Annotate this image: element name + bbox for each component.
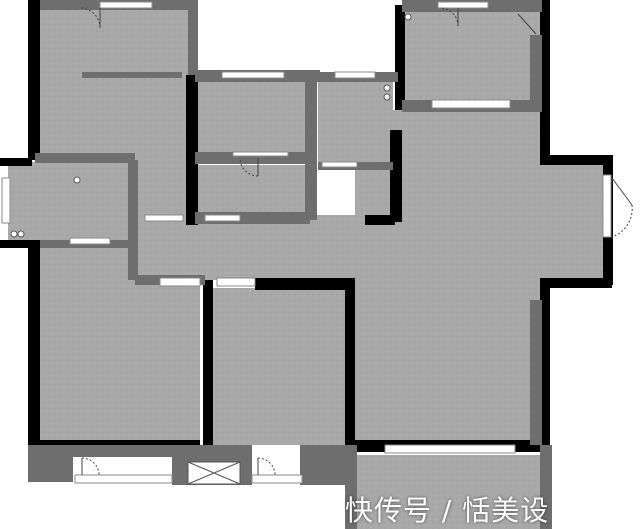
wall-segment <box>540 278 612 288</box>
wall-segment <box>530 300 542 445</box>
shaft-icon <box>187 461 241 485</box>
door-swing-icon <box>257 457 276 476</box>
fixtures <box>10 13 412 485</box>
room-middle-upper <box>198 80 308 160</box>
wall-segment <box>390 130 402 222</box>
window <box>334 71 376 79</box>
window <box>221 71 285 79</box>
wall-segment <box>540 155 612 165</box>
window <box>232 151 289 157</box>
wall-segment <box>255 278 355 290</box>
sink-icon <box>383 93 391 101</box>
doors <box>79 7 633 476</box>
sink-icon <box>404 13 412 21</box>
window <box>74 474 173 484</box>
wall-segment <box>540 445 552 529</box>
wall-segment <box>0 240 40 248</box>
windows <box>1 1 612 484</box>
wall-segment <box>530 35 542 105</box>
window <box>69 237 111 245</box>
room-left-small <box>8 162 133 242</box>
wall-segment <box>345 445 357 529</box>
living-room <box>355 110 545 450</box>
floor-areas <box>8 8 605 529</box>
room-bottom-middle <box>213 288 353 445</box>
wall-segment <box>395 5 405 110</box>
window <box>437 1 489 9</box>
window <box>99 1 153 9</box>
balcony-bottom-right <box>355 455 540 529</box>
door-swing-icon <box>439 7 459 27</box>
window <box>431 99 511 109</box>
window <box>144 214 184 222</box>
wall-segment <box>188 0 198 75</box>
wall-segment <box>28 248 40 448</box>
door-swing-icon <box>611 177 633 238</box>
sink-icon <box>10 230 18 238</box>
door-swing-icon <box>239 157 259 177</box>
window <box>204 214 241 222</box>
window <box>384 444 516 454</box>
door-swing-icon <box>517 13 537 35</box>
window <box>159 277 201 287</box>
window <box>251 474 303 484</box>
sink-icon <box>73 176 81 184</box>
wall-segment <box>128 160 138 280</box>
window <box>216 277 256 287</box>
wall-segment <box>365 215 395 225</box>
wall-segment <box>186 75 198 225</box>
wall-segment <box>540 280 550 450</box>
window <box>602 174 612 238</box>
wall-segment <box>203 280 213 445</box>
sink-icon <box>383 84 391 92</box>
wall-segment <box>0 158 32 166</box>
watermark: 快传号 / 恬美设 <box>345 494 550 527</box>
window <box>321 161 358 168</box>
wall-segment <box>82 72 182 78</box>
wall-segment <box>28 445 73 482</box>
door-swing-icon <box>81 457 100 476</box>
sink-icon <box>17 230 25 238</box>
wall-segment <box>28 0 40 160</box>
room-top-right <box>402 8 542 103</box>
wall-segment <box>345 280 355 445</box>
room-middle-lower <box>198 165 308 215</box>
wall-segment <box>540 0 550 160</box>
wall-segment <box>305 75 317 220</box>
wall-segment <box>35 153 135 163</box>
door-swing-icon <box>79 7 101 29</box>
window <box>1 177 11 224</box>
east-bay <box>540 165 605 280</box>
